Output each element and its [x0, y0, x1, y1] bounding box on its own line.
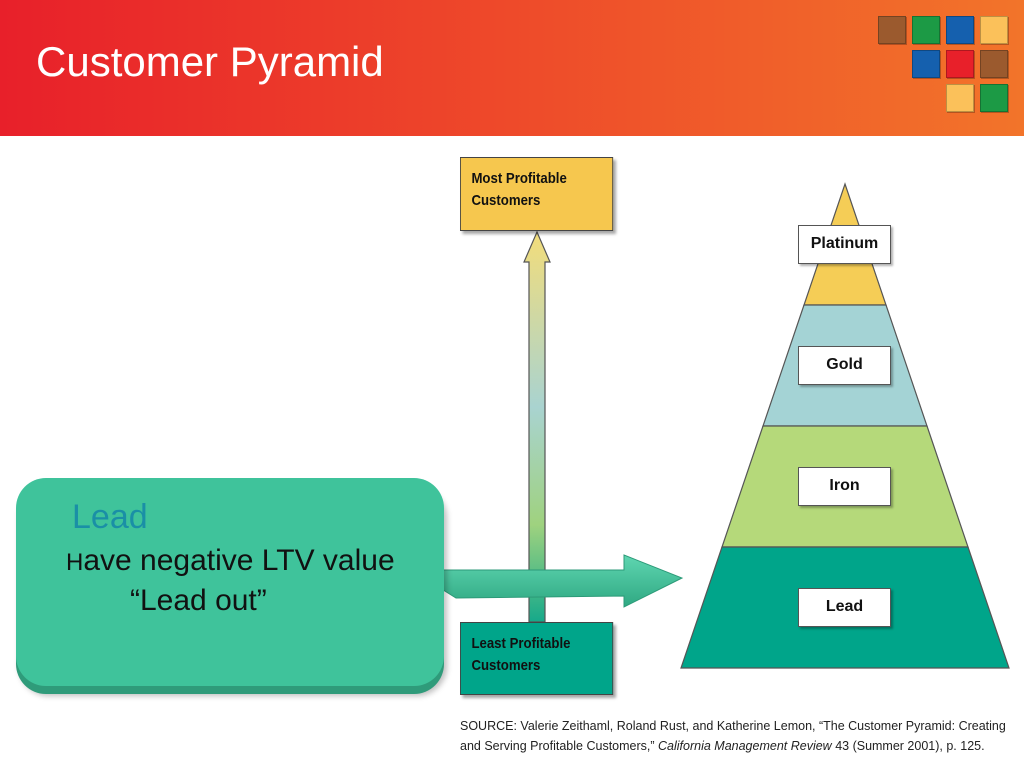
profitability-arrow: [523, 230, 551, 623]
most-profitable-box: Most Profitable Customers: [460, 157, 614, 231]
tier-label-lead: Lead: [798, 588, 891, 627]
logo-tile: [980, 50, 1008, 78]
callout-ltv-text: Have negative LTV value: [66, 544, 395, 578]
source-prefix: SOURCE: Valerie Zeithaml, Roland Rust, a…: [460, 719, 1006, 753]
lead-out-arrow: [439, 554, 684, 608]
callout-title: Lead: [72, 498, 148, 536]
tier-label-platinum: Platinum: [798, 225, 891, 264]
slide-title: Customer Pyramid: [36, 38, 384, 85]
source-citation: SOURCE: Valerie Zeithaml, Roland Rust, a…: [460, 716, 1020, 756]
logo-tile: [878, 16, 906, 44]
logo-tile: [946, 84, 974, 112]
lead-callout-box: [16, 478, 444, 686]
callout-ltv-rest: ave negative LTV value: [83, 544, 395, 577]
callout-ltv-prefix: H: [66, 549, 84, 576]
logo-tile: [980, 84, 1008, 112]
logo-tile: [946, 50, 974, 78]
slide-header: Customer Pyramid: [0, 0, 1024, 136]
source-suffix: 43 (Summer 2001), p. 125.: [831, 739, 985, 753]
least-profitable-box: Least Profitable Customers: [460, 622, 614, 695]
tier-label-gold: Gold: [798, 346, 891, 385]
callout-lead-out-text: “Lead out”: [130, 584, 267, 617]
logo-tile: [912, 16, 940, 44]
logo-tile: [912, 50, 940, 78]
tier-label-iron: Iron: [798, 467, 891, 506]
source-journal: California Management Review: [658, 739, 832, 753]
logo-tile: [946, 16, 974, 44]
logo-tile: [980, 16, 1008, 44]
